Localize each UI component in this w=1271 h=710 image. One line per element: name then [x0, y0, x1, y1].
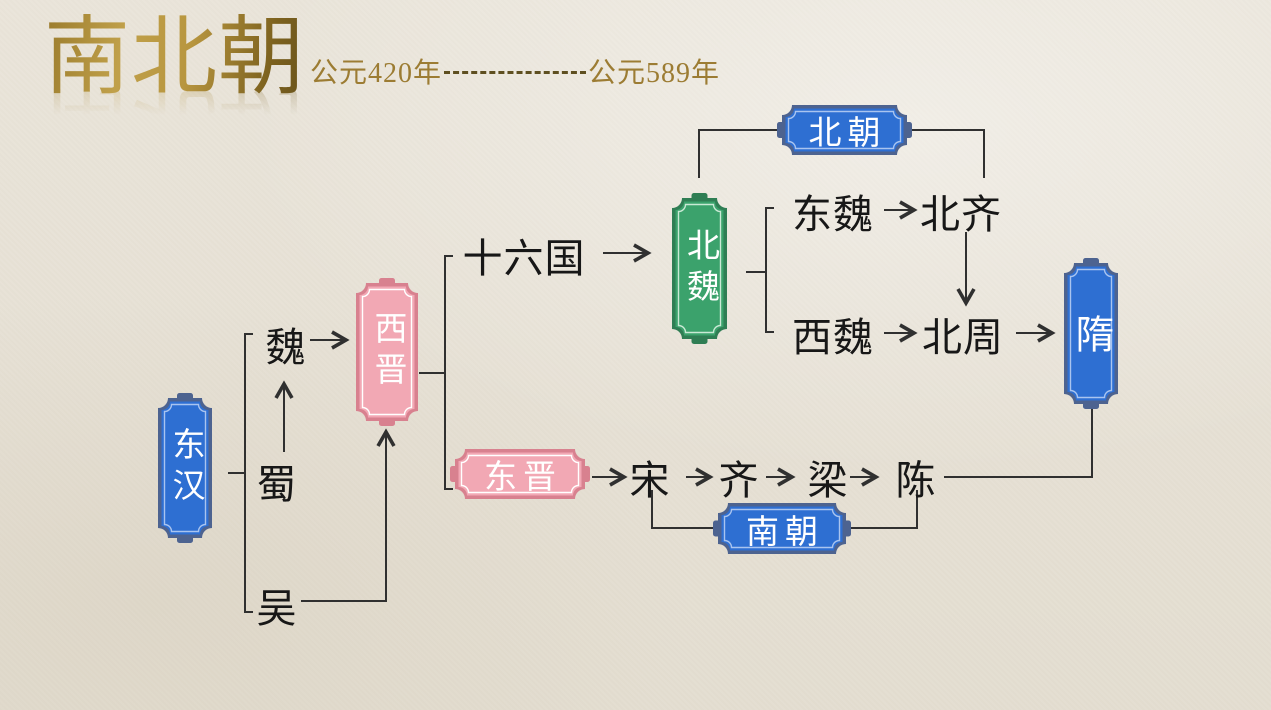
- timeline-start-year: 公元420年: [310, 58, 443, 89]
- line-chen-to-sui: [944, 404, 1093, 478]
- timeline-dashed-line: [444, 70, 587, 74]
- bracket-donghan-wei-shu-wu: [228, 333, 253, 613]
- node-sui-plaque: 隋: [1064, 258, 1118, 409]
- node-sui-label: 隋: [1070, 314, 1113, 353]
- line-chen-nanchao: [848, 490, 918, 529]
- line-beichao-right: [907, 129, 985, 178]
- arrow-wu-to-xijin: [301, 428, 396, 602]
- page-title: 南北朝: [44, 9, 305, 105]
- node-qi: 齐: [718, 458, 760, 503]
- node-dongjin-label: 东晋: [484, 460, 562, 496]
- line-beichao-left: [698, 129, 782, 178]
- node-beiwei-plaque: 北魏: [672, 193, 727, 344]
- node-xijin-plaque: 西晋: [356, 278, 418, 426]
- node-xijin-label: 西晋: [369, 311, 405, 393]
- node-xiwei: 西魏: [792, 315, 874, 360]
- node-wei: 魏: [265, 325, 307, 370]
- node-liang: 梁: [807, 458, 849, 503]
- node-donghan-label: 东汉: [167, 427, 203, 509]
- node-shu: 蜀: [256, 462, 298, 507]
- node-song: 宋: [629, 458, 671, 503]
- node-beichao-plaque: 北朝: [777, 105, 912, 155]
- node-beizhou: 北周: [922, 315, 1004, 360]
- node-shiliuguo: 十六国: [462, 236, 586, 281]
- node-donghan-plaque: 东汉: [158, 393, 212, 543]
- bracket-xijin-shiliuguo-dongjin: [419, 255, 453, 490]
- node-dongjin-plaque: 东晋: [450, 449, 590, 499]
- node-nanchao-label: 南朝: [746, 514, 824, 551]
- bracket-beiwei-dongwei-xiwei: [746, 207, 774, 333]
- line-song-nanchao: [651, 490, 716, 529]
- timeline: 公元420年 公元589年: [310, 55, 720, 89]
- node-dongwei: 东魏: [792, 192, 874, 237]
- timeline-end-year: 公元589年: [588, 58, 721, 89]
- node-nanchao-plaque: 南朝: [713, 503, 851, 554]
- node-beichao-label: 北朝: [808, 116, 887, 152]
- node-chen: 陈: [895, 458, 937, 503]
- node-beiwei-label: 北魏: [681, 227, 718, 310]
- node-beiqi: 北齐: [920, 192, 1002, 237]
- node-wu: 吴: [256, 586, 298, 631]
